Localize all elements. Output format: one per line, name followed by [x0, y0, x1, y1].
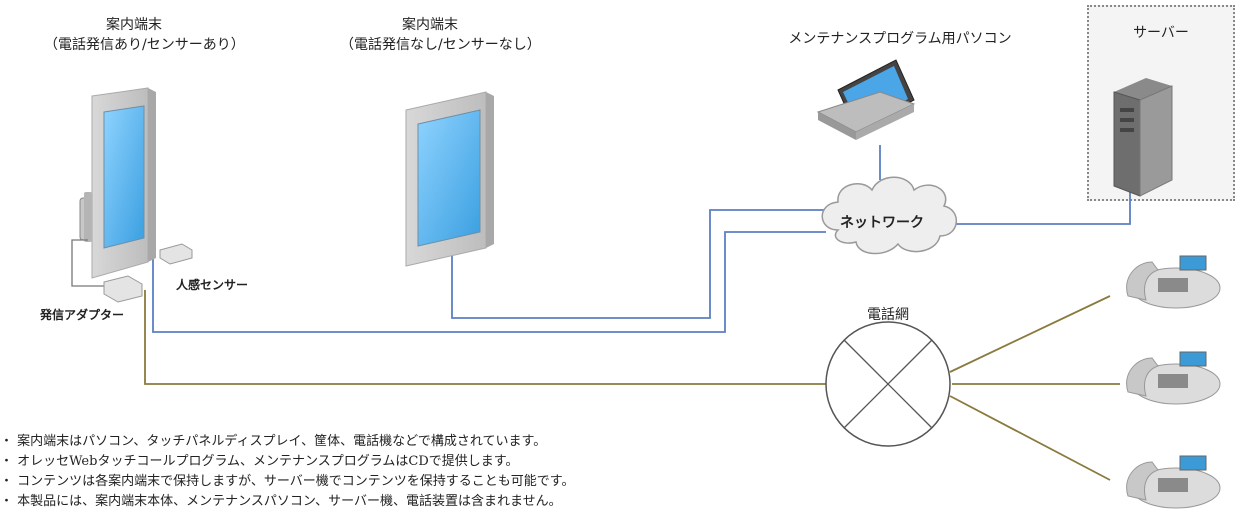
server-label: サーバー: [1133, 25, 1189, 41]
kiosk2-title: 案内端末: [402, 17, 458, 33]
note-item: ・ コンテンツは各案内端末で保持しますが、サーバー機でコンテンツを保持することも…: [0, 474, 575, 489]
laptop-illustration: [816, 59, 916, 140]
kiosk1-label: 案内端末 （電話発信あり/センサーあり）: [44, 14, 245, 54]
telephone-1: [1126, 255, 1221, 309]
note-item: ・ 本製品には、案内端末本体、メンテナンスパソコン、サーバー機、電話装置は含まれ…: [0, 494, 562, 509]
telephone-2: [1126, 351, 1221, 405]
server-illustration: [1113, 78, 1173, 197]
note-item: ・ 案内端末はパソコン、タッチパネルディスプレイ、筐体、電話機などで構成されてい…: [0, 434, 547, 449]
adapter-label: 発信アダプター: [40, 308, 125, 322]
phone-network-node: [825, 321, 951, 447]
kiosk1-subtitle: （電話発信あり/センサーあり）: [44, 37, 245, 53]
phone-network-label: 電話網: [867, 307, 909, 323]
notes-list: ・ 案内端末はパソコン、タッチパネルディスプレイ、筐体、電話機などで構成されてい…: [0, 432, 574, 512]
network-label: ネットワーク: [840, 215, 924, 231]
phone-lines: [144, 290, 1120, 481]
kiosk1-title: 案内端末: [106, 17, 162, 33]
kiosk1-illustration: [71, 87, 193, 303]
pc-label: メンテナンスプログラム用パソコン: [788, 31, 1012, 47]
telephone-3: [1126, 455, 1221, 509]
note-item: ・ オレッセWebタッチコールプログラム、メンテナンスプログラムはCDで提供しま…: [0, 454, 519, 469]
kiosk2-subtitle: （電話発信なし/センサーなし）: [340, 37, 541, 53]
kiosk2-label: 案内端末 （電話発信なし/センサーなし）: [340, 14, 541, 54]
network-lines: [152, 145, 1131, 333]
kiosk2-illustration: [405, 91, 494, 267]
sensor-label: 人感センサー: [176, 278, 249, 292]
network-cloud: [821, 176, 958, 255]
